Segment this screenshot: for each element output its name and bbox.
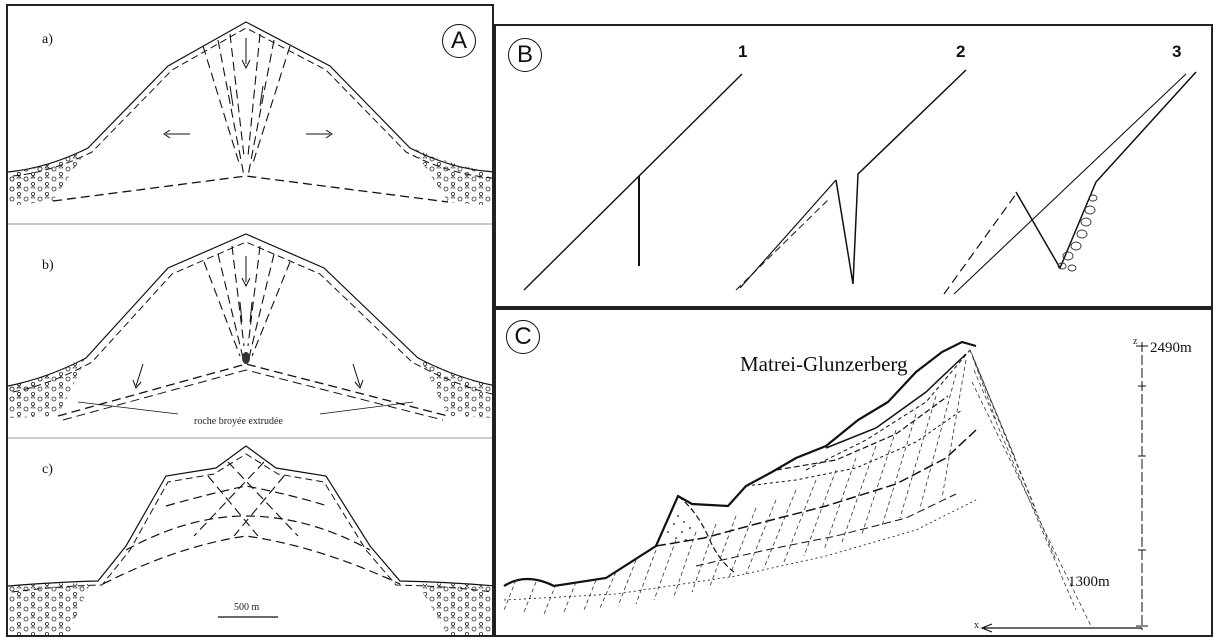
stage-1-sketch <box>524 74 742 290</box>
bottom-elevation: 1300m <box>1068 574 1110 591</box>
terrain-surface <box>504 342 976 600</box>
scale-label: 500 m <box>234 602 259 613</box>
stage-1-label: 1 <box>738 42 747 62</box>
stage-2-sketch <box>736 70 966 290</box>
section-b-profile <box>8 234 494 420</box>
top-elevation: 2490m <box>1150 340 1192 357</box>
panel-b-badge: B <box>508 38 542 72</box>
panel-c: C Matrei-Glunzerberg z x 2490m 1300m <box>494 308 1213 637</box>
section-a-label: a) <box>42 32 53 48</box>
panel-a-badge: A <box>442 24 476 58</box>
section-c-label: c) <box>42 462 53 478</box>
panel-a: A a) b) c) roche broyée extrudée 500 m <box>6 4 494 637</box>
stage-3-sketch <box>944 72 1196 294</box>
stage-2-label: 2 <box>956 42 965 62</box>
z-axis-label: z <box>1133 336 1137 347</box>
panel-b-drawing <box>496 26 1213 308</box>
hatching-lines <box>504 350 1092 628</box>
section-a-profile <box>8 22 494 224</box>
x-axis-label: x <box>974 620 979 631</box>
panel-b: B 1 2 3 <box>494 24 1213 308</box>
x-axis-arrow <box>982 624 1142 632</box>
elevation-axis <box>1136 342 1148 630</box>
extruded-rock-annotation: roche broyée extrudée <box>194 416 283 427</box>
diagram-title: Matrei-Glunzerberg <box>740 352 908 377</box>
panel-a-drawing <box>8 6 494 637</box>
section-b-label: b) <box>42 258 54 274</box>
stage-3-label: 3 <box>1172 42 1181 62</box>
panel-c-badge: C <box>506 320 540 354</box>
